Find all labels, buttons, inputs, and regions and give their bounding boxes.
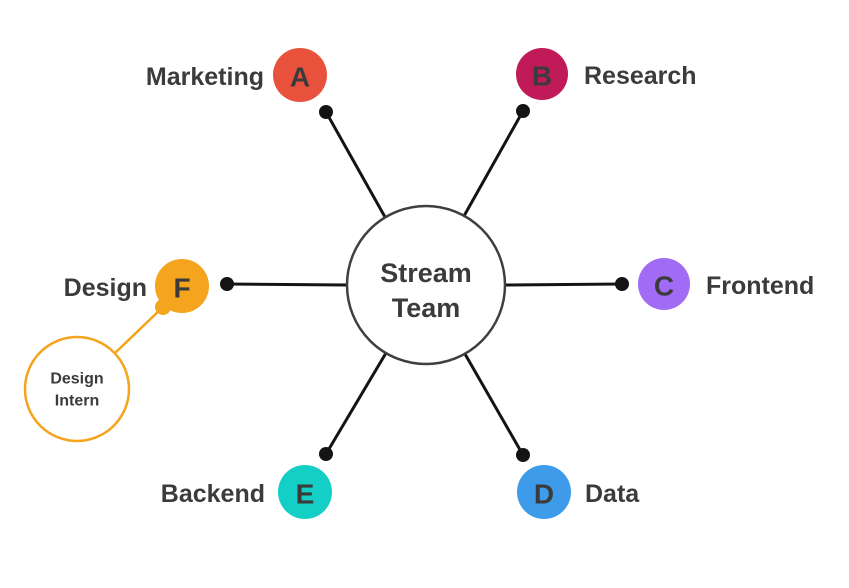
- connector-line-frontend: [504, 282, 623, 287]
- connector-line-marketing: [324, 111, 387, 218]
- connector-dot-research: [516, 104, 530, 118]
- connector-line-data: [463, 353, 525, 456]
- node-frontend-circle: [638, 258, 690, 310]
- node-backend-circle: [278, 465, 332, 519]
- node-frontend: C Frontend: [638, 258, 814, 310]
- node-data-label: Data: [585, 480, 640, 508]
- sub-node-design-intern: Design Intern: [23, 335, 131, 443]
- node-design: F Design: [64, 259, 209, 313]
- node-design-label: Design: [64, 274, 147, 302]
- sub-node-circle: [23, 335, 131, 443]
- node-research-circle: [516, 48, 568, 100]
- sub-connector-line: [114, 306, 164, 354]
- node-marketing-label: Marketing: [146, 63, 264, 91]
- connector-dot-backend: [319, 447, 333, 461]
- node-data-circle: [517, 465, 571, 519]
- node-frontend-letter: C: [654, 271, 674, 302]
- node-marketing: A Marketing: [146, 48, 327, 102]
- connectors: [220, 104, 629, 462]
- center-label-line2: Team: [392, 293, 461, 323]
- node-data-letter: D: [534, 479, 554, 510]
- node-data: D Data: [517, 465, 640, 519]
- connector-dot-design: [220, 277, 234, 291]
- node-backend-letter: E: [296, 479, 315, 510]
- node-research-letter: B: [532, 61, 552, 92]
- node-backend-label: Backend: [161, 480, 265, 508]
- sub-node-label-line2: Intern: [55, 393, 99, 410]
- center-label-line1: Stream: [380, 258, 472, 288]
- node-marketing-circle: [273, 48, 327, 102]
- node-research: B Research: [516, 48, 697, 100]
- connector-dot-data: [516, 448, 530, 462]
- node-research-label: Research: [584, 62, 697, 90]
- sub-node-label-line1: Design: [50, 371, 103, 388]
- node-marketing-letter: A: [290, 62, 310, 93]
- node-frontend-label: Frontend: [706, 272, 814, 300]
- node-design-circle: [155, 259, 209, 313]
- connector-dot-frontend: [615, 277, 629, 291]
- connector-line-research: [462, 110, 525, 217]
- node-backend: E Backend: [161, 465, 332, 519]
- center-node: Stream Team: [345, 204, 507, 366]
- center-circle: [345, 204, 507, 366]
- node-design-letter: F: [173, 273, 190, 304]
- sub-connector: [114, 299, 171, 354]
- connector-line-backend: [324, 352, 388, 455]
- connector-line-design: [226, 282, 348, 287]
- connector-dot-marketing: [319, 105, 333, 119]
